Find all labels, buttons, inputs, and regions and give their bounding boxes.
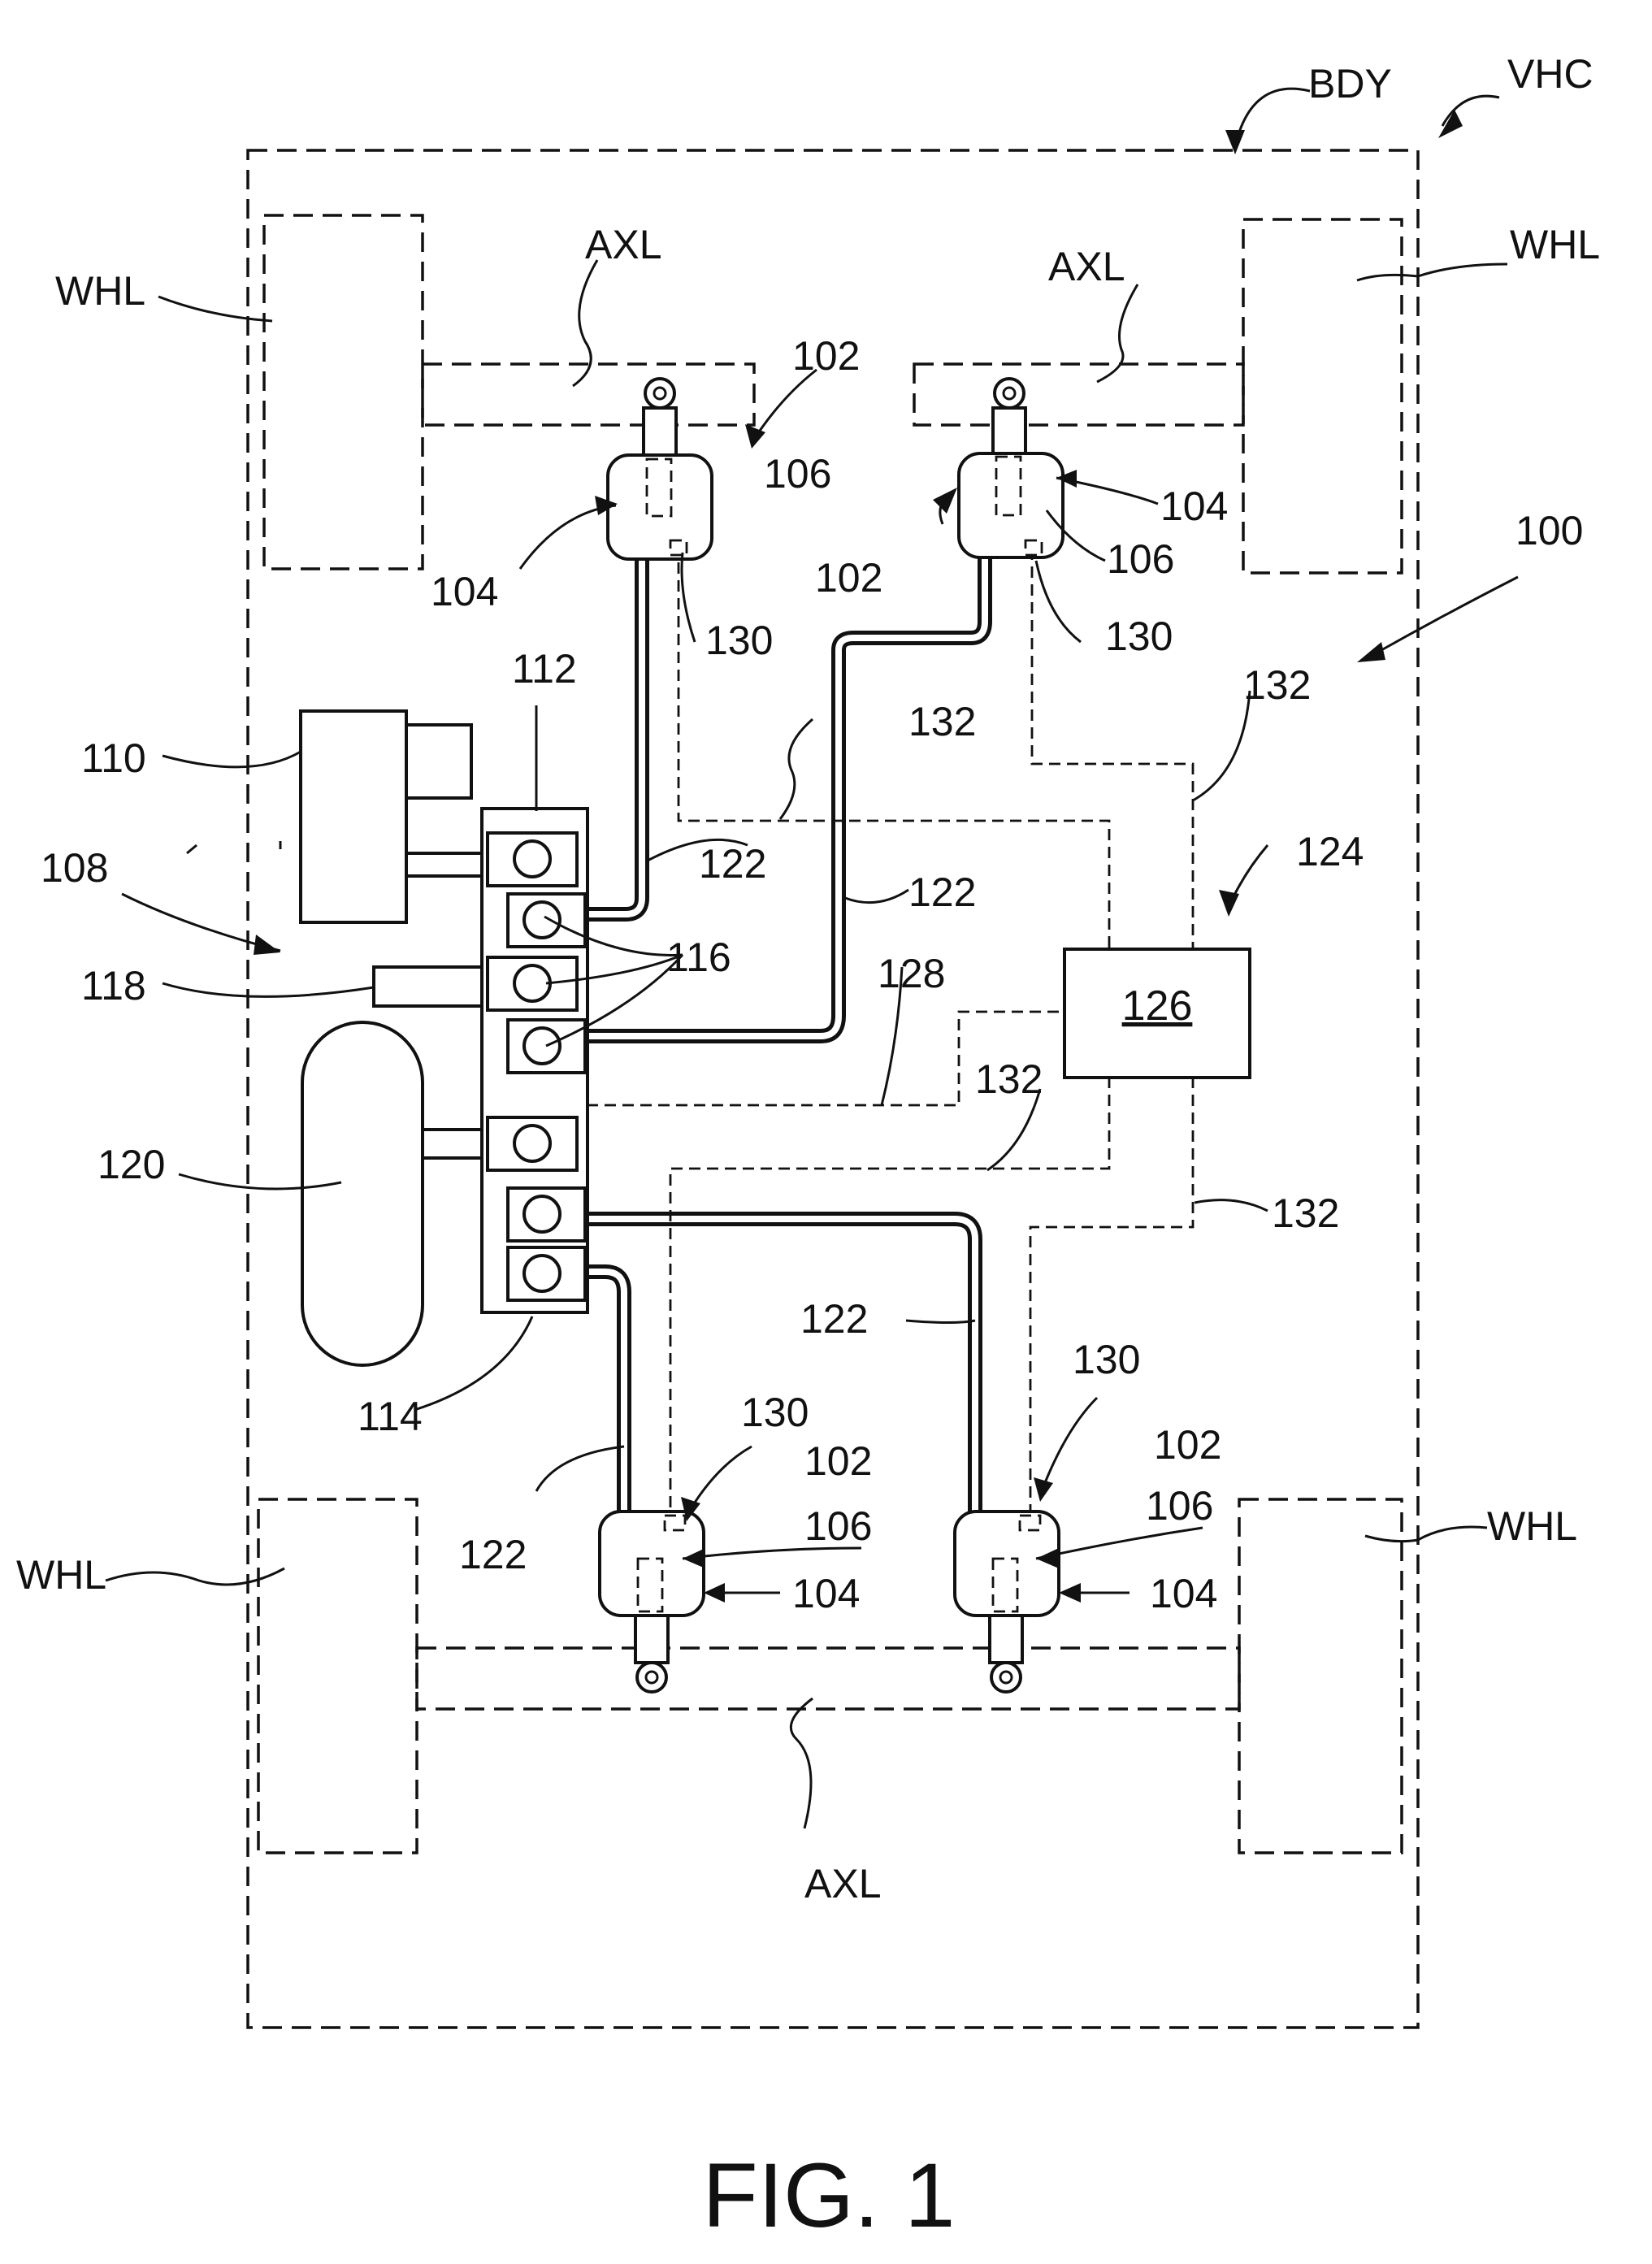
label-130-tl: 130: [705, 618, 773, 663]
wheel-top-left: [264, 215, 423, 569]
label-axl-tr: AXL: [1048, 244, 1125, 289]
label-bdy: BDY: [1308, 61, 1392, 106]
wheel-bottom-left: [258, 1499, 417, 1853]
label-102-tl: 102: [792, 333, 860, 379]
label-122-a: 122: [699, 841, 766, 887]
air-spring-bottom-right: [955, 1512, 1059, 1692]
label-100: 100: [1515, 508, 1583, 553]
label-vhc: VHC: [1507, 51, 1593, 97]
wheel-top-right: [1243, 219, 1402, 573]
sensor-118: [374, 967, 483, 1006]
label-130-tr: 130: [1105, 614, 1173, 659]
label-104-tr: 104: [1160, 484, 1228, 529]
label-112: 112: [512, 646, 577, 692]
axle-top-left: [423, 364, 754, 425]
label-whl-bl: WHL: [16, 1552, 106, 1598]
wheel-bottom-right: [1239, 1499, 1402, 1853]
figure-caption: FIG. 1: [702, 2145, 955, 2246]
valve-2: [508, 894, 585, 947]
label-104-tl: 104: [431, 569, 498, 614]
valve-3: [488, 957, 577, 1010]
label-104-bl: 104: [792, 1571, 860, 1616]
label-axl-b: AXL: [804, 1861, 882, 1906]
air-spring-top-left: [608, 379, 712, 559]
label-106-br: 106: [1146, 1483, 1213, 1529]
manifold-112: [482, 809, 588, 1312]
label-118: 118: [81, 963, 146, 1008]
label-106-bl: 106: [804, 1503, 872, 1549]
label-132-a: 132: [908, 699, 976, 744]
axle-top-right: [914, 364, 1243, 425]
label-120: 120: [98, 1142, 165, 1187]
label-114: 114: [358, 1394, 423, 1439]
valve-1: [488, 833, 577, 886]
label-whl-br: WHL: [1487, 1503, 1577, 1549]
label-128: 128: [878, 951, 945, 996]
label-110: 110: [81, 735, 146, 781]
reservoir-120: [302, 1022, 483, 1365]
label-102-bl: 102: [804, 1438, 872, 1484]
label-130-br: 130: [1073, 1337, 1140, 1382]
label-122-d: 122: [459, 1532, 527, 1577]
label-124: 124: [1296, 829, 1364, 874]
label-104-br: 104: [1150, 1571, 1217, 1616]
label-106-tl: 106: [764, 451, 831, 497]
label-whl-tl: WHL: [55, 268, 145, 314]
label-130-bl: 130: [741, 1390, 809, 1435]
valve-6: [508, 1188, 585, 1241]
valve-5: [488, 1117, 577, 1170]
compressor-110: [301, 711, 483, 922]
controller-label-126: 126: [1122, 982, 1193, 1030]
reference-labels: VHC BDY WHL AXL AXL WHL 102 106 104 130 …: [16, 51, 1600, 1906]
label-102-br: 102: [1154, 1422, 1221, 1468]
valve-7: [508, 1247, 585, 1300]
axle-bottom: [417, 1648, 1239, 1709]
label-axl-tl: AXL: [585, 222, 662, 267]
label-132-c: 132: [975, 1056, 1043, 1102]
label-122-c: 122: [800, 1296, 868, 1342]
air-spring-top-right: [959, 379, 1063, 557]
label-132-b: 132: [1243, 662, 1311, 708]
label-whl-tr: WHL: [1510, 222, 1600, 267]
label-108: 108: [41, 845, 108, 891]
air-spring-bottom-left: [600, 1512, 704, 1692]
label-122-b: 122: [908, 870, 976, 915]
label-116: 116: [666, 935, 731, 980]
label-102-tr: 102: [815, 555, 882, 601]
label-132-d: 132: [1272, 1191, 1339, 1236]
label-106-tr: 106: [1107, 536, 1174, 582]
